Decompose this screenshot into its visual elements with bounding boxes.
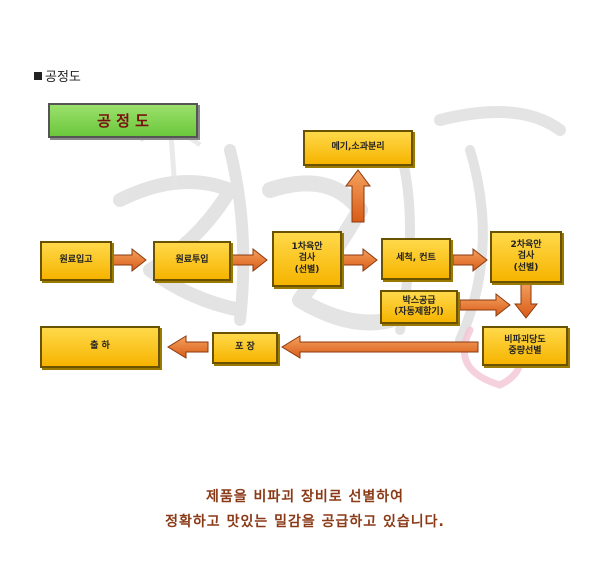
- arrow-box-supply-to-sugar-weight: [459, 292, 511, 318]
- node-box-supply: 박스공급 (자동제함기): [380, 290, 458, 324]
- node-inspection1: 1차육안 검사 (선별): [272, 231, 342, 287]
- node-packaging: 포 장: [212, 332, 278, 364]
- arrow-inspection1-to-wash: [342, 247, 378, 273]
- node-inspection1-line2: 검사: [298, 253, 316, 264]
- arrow-inspection1-to-foreign-removal: [345, 169, 371, 223]
- arrow-raw-input-to-inspection1: [231, 247, 268, 273]
- node-packaging-label: 포 장: [235, 342, 255, 353]
- arrow-packaging-to-shipping: [167, 335, 209, 359]
- node-raw-receiving-label: 원료입고: [59, 255, 93, 266]
- caption-line1: 제품을 비파괴 장비로 선별하여: [205, 489, 405, 505]
- node-inspection1-line1: 1차육안: [291, 242, 323, 253]
- arrow-raw-receiving-to-raw-input: [111, 247, 147, 273]
- arrow-sugar-weight-to-packaging: [281, 335, 479, 359]
- node-shipping-label: 출 하: [90, 341, 110, 352]
- section-label-text: 공정도: [45, 70, 81, 85]
- diagram-title: 공 정 도: [48, 103, 198, 138]
- square-bullet-icon: [34, 71, 42, 80]
- node-inspection2-line2: 검사: [517, 251, 535, 262]
- node-wash-cut-label: 세척, 컨트: [396, 253, 436, 264]
- node-inspection2-line3: (선별): [513, 262, 539, 273]
- arrow-inspection2-to-sugar-weight: [513, 281, 539, 319]
- node-box-supply-line2: (자동제함기): [394, 307, 444, 317]
- node-raw-receiving: 원료입고: [40, 241, 112, 281]
- node-wash-cut: 세척, 컨트: [381, 238, 451, 280]
- node-foreign-removal-label: 메기,소과분리: [331, 142, 385, 153]
- node-raw-input: 원료투입: [153, 241, 231, 281]
- node-inspection2: 2차육안 검사 (선별): [490, 231, 562, 283]
- node-inspection2-line1: 2차육안: [510, 240, 542, 251]
- node-sugar-weight: 비파괴당도 중량선별: [482, 326, 568, 366]
- caption-line2: 정확하고 맛있는 밀감을 공급하고 있습니다.: [165, 514, 445, 530]
- node-foreign-removal: 메기,소과분리: [303, 130, 413, 166]
- node-raw-input-label: 원료투입: [175, 255, 209, 266]
- arrow-wash-to-inspection2: [452, 247, 488, 273]
- node-inspection1-line3: (선별): [294, 264, 320, 275]
- node-sugar-weight-line2: 중량선별: [508, 346, 542, 356]
- node-box-supply-line1: 박스공급: [402, 295, 436, 306]
- node-shipping: 출 하: [40, 326, 160, 368]
- node-sugar-weight-line1: 비파괴당도: [504, 334, 546, 345]
- section-label: 공정도: [34, 66, 81, 85]
